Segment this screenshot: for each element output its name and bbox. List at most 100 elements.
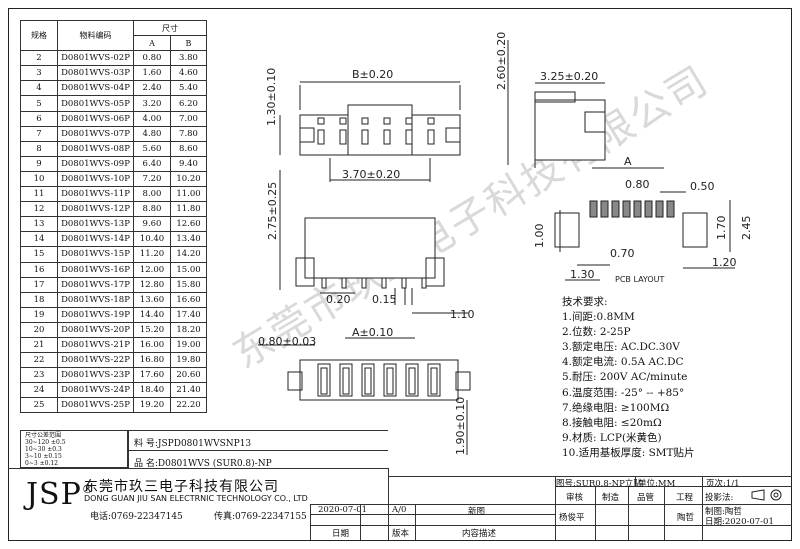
tolerance-title: 尺寸公差范围	[25, 432, 62, 439]
pin	[427, 117, 435, 125]
pin	[405, 117, 413, 125]
pin	[317, 129, 325, 145]
pin	[622, 200, 631, 218]
pin	[666, 200, 675, 218]
pin	[320, 367, 328, 395]
dim-325: 3.25±0.20	[540, 70, 598, 83]
company-name-cn: 东莞市玖三电子科技有限公司	[84, 479, 279, 495]
tolerance-line: 3~10 ±0.15	[25, 453, 62, 460]
pin	[381, 277, 387, 289]
product-name: 品 名:D0801WVS (SUR0.8)-NP	[134, 459, 272, 469]
drawing-number: 图号:SUR0.8-NP立贴	[556, 479, 642, 489]
side-view	[507, 40, 606, 168]
dim-110: 1.10	[450, 308, 475, 321]
drawing-sheet	[8, 8, 792, 541]
requirement-item: 4.额定电流: 0.5A AC.DC	[562, 356, 684, 369]
unit: 单位:MM	[638, 479, 676, 489]
pin	[341, 277, 347, 289]
revision-description: 新图	[468, 507, 486, 517]
pin	[655, 200, 664, 218]
dim-h130: 1.30±0.10	[265, 68, 278, 126]
requirement-item: 1.间距:0.8MM	[562, 311, 635, 324]
divider	[388, 476, 792, 477]
divider	[310, 514, 555, 515]
divider	[310, 525, 792, 526]
dim-100: 1.00	[533, 224, 546, 249]
divider	[8, 468, 388, 469]
pin	[589, 200, 598, 218]
dim-080: 0.80	[625, 178, 650, 191]
dim-a010: A±0.10	[352, 326, 393, 339]
requirement-item: 3.额定电压: AC.DC.30V	[562, 341, 680, 354]
table-cell: 22.20	[170, 397, 207, 414]
requirement-item: 10.适用基板厚度: SMT贴片	[562, 446, 695, 459]
header-material: 物料编码	[57, 19, 134, 52]
revision-date: 2020-07-01	[318, 505, 368, 515]
pin	[339, 117, 347, 125]
pin	[383, 117, 391, 125]
page-number: 页次:1/1	[706, 479, 740, 489]
divider	[595, 486, 596, 541]
company-fax: 传真:0769-22347155	[214, 512, 307, 522]
material-number: 料 号:JSPD0801WVSNP13	[134, 439, 252, 449]
tolerance-line: 0~3 ±0.12	[25, 460, 58, 467]
requirement-item: 5.耐压: 200V AC/minute	[562, 371, 688, 384]
pin	[600, 200, 609, 218]
pin	[361, 129, 369, 145]
drawn-by: 制图:陶哲	[705, 507, 742, 517]
pin	[361, 277, 367, 289]
reviewer-name: 杨俊平	[559, 513, 585, 523]
dim-050: 0.50	[690, 180, 715, 193]
pin	[321, 277, 327, 289]
company-name-en: DONG GUAN JIU SAN ELECTRNIC TECHNOLOGY C…	[84, 494, 308, 503]
divider	[310, 504, 311, 541]
dim-h190: 1.90±0.10	[454, 397, 467, 455]
divider	[128, 450, 388, 451]
projection-symbol-icon	[751, 489, 782, 501]
dim-015: 0.15	[372, 293, 397, 306]
pin	[364, 367, 372, 395]
column-description: 内容描述	[462, 529, 497, 539]
dim-020: 0.20	[326, 293, 351, 306]
dim-070: 0.70	[610, 247, 635, 260]
dim-245: 2.45	[740, 216, 753, 241]
table-cell: 10.20	[170, 170, 207, 188]
tolerance-line: 30~120 ±0.5	[25, 439, 66, 446]
jsp-logo: JSP®	[26, 477, 95, 512]
requirement-item: 6.温度范围: -25° -- +85°	[562, 386, 685, 399]
column-version: 版本	[392, 529, 410, 539]
divider	[415, 504, 416, 541]
dim-b: B±0.20	[352, 68, 393, 81]
pin	[386, 367, 394, 395]
divider	[628, 486, 629, 541]
table-cell: 19.80	[170, 352, 207, 369]
pin	[408, 367, 416, 395]
label-engineering: 工程	[676, 493, 694, 503]
divider	[664, 486, 665, 541]
pin	[401, 277, 407, 289]
tolerance-box: 尺寸公差范围 30~120 ±0.5 10~30 ±0.3 3~10 ±0.15…	[20, 430, 128, 468]
label-review: 审核	[566, 493, 584, 503]
bottom-view	[258, 337, 471, 455]
dim-080b: 0.80±0.03	[258, 335, 316, 348]
revision-version: A/0	[392, 505, 407, 515]
technical-requirements: 技术要求: 1.间距:0.8MM 2.位数: 2-25P 3.额定电压: AC.…	[562, 295, 695, 461]
requirement-item: 8.接触电阻: ≤20mΩ	[562, 416, 662, 429]
requirements-title: 技术要求:	[562, 296, 608, 308]
engineer-name: 陶哲	[677, 513, 695, 523]
